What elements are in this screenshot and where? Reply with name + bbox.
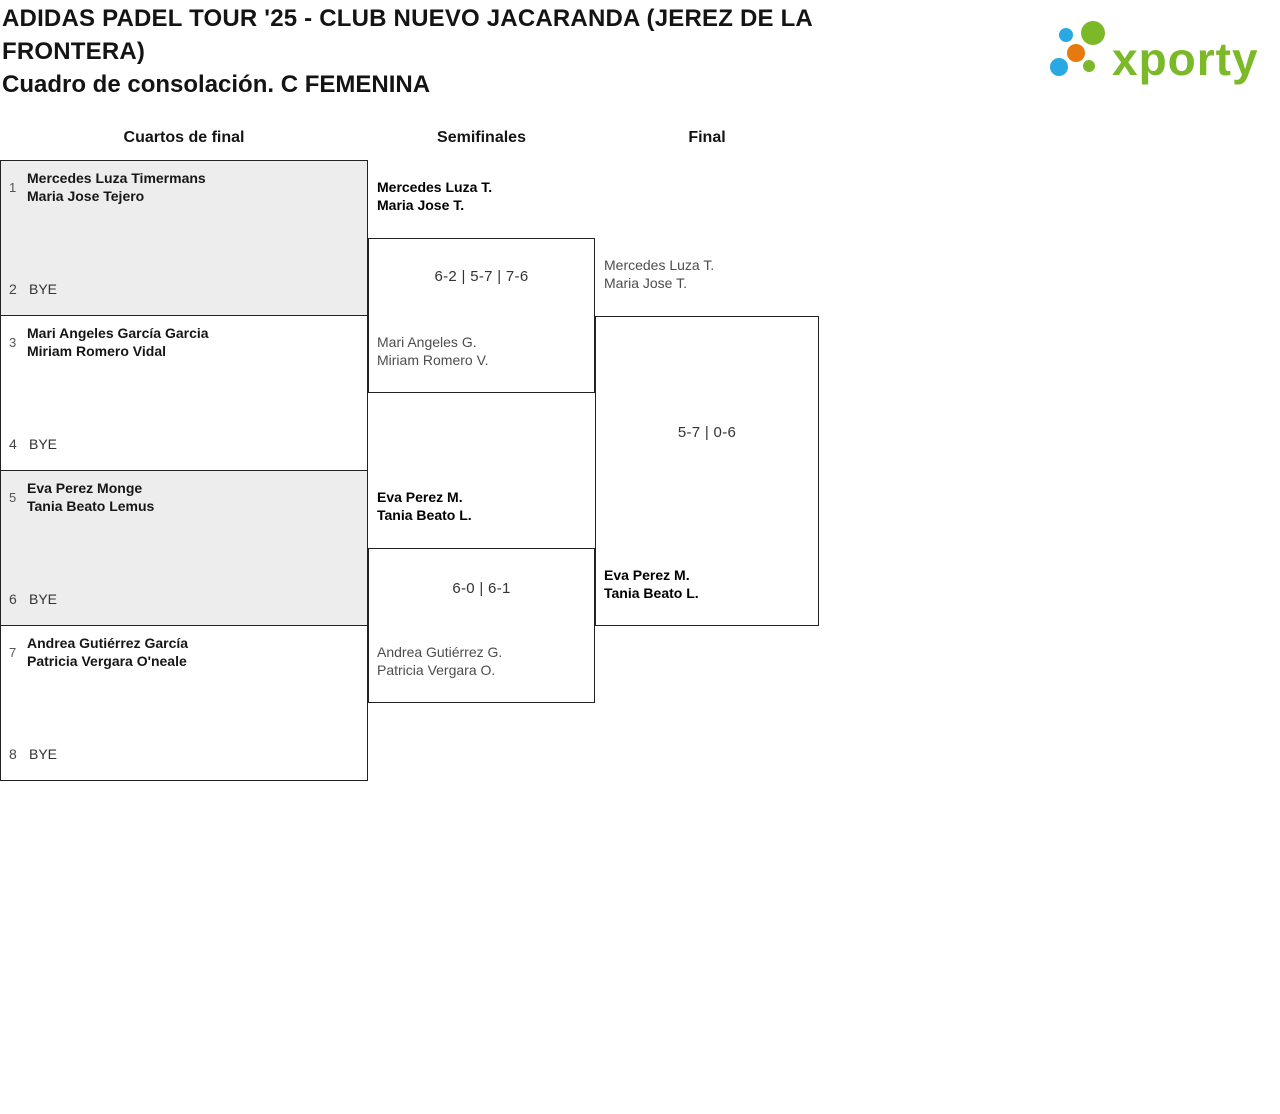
seed-number: 5 [9, 489, 17, 505]
bye-label: BYE [29, 436, 58, 452]
player-name: Eva Perez M. [604, 567, 690, 583]
bye-label: BYE [29, 746, 58, 762]
xporty-logo[interactable]: xporty [1046, 10, 1276, 100]
player-name: Eva Perez M. [377, 489, 463, 505]
team-names: Mari Angeles García Garcia Miriam Romero… [27, 324, 209, 360]
xporty-logo-dots-icon [1050, 21, 1105, 76]
player-name: Maria Jose T. [604, 275, 687, 291]
header: ADIDAS PADEL TOUR '25 - CLUB NUEVO JACAR… [2, 2, 907, 101]
qf-match-2-box: 3 Mari Angeles García Garcia Miriam Rome… [0, 315, 368, 471]
player-name: Maria Jose T. [377, 197, 465, 213]
sf1-bottom-team: Mari Angeles G. Miriam Romero V. [377, 333, 489, 369]
qf4-top-team: 7 Andrea Gutiérrez García Patricia Verga… [1, 626, 367, 670]
seed-number: 4 [9, 436, 17, 452]
player-name: Miriam Romero V. [377, 352, 489, 368]
seed-number: 8 [9, 746, 17, 762]
xporty-logo-text: xporty [1112, 33, 1259, 85]
player-name: Andrea Gutiérrez G. [377, 644, 503, 660]
sf2-top-team: Eva Perez M. Tania Beato L. [377, 488, 472, 524]
qf1-top-team: 1 Mercedes Luza Timermans Maria Jose Tej… [1, 161, 367, 205]
player-name: Eva Perez Monge [27, 480, 143, 496]
qf4-bottom-team: 8 BYE [9, 746, 57, 762]
player-name: Patricia Vergara O. [377, 662, 496, 678]
player-name: Miriam Romero Vidal [27, 343, 167, 359]
seed-number: 6 [9, 591, 17, 607]
sf1-score: 6-2 | 5-7 | 7-6 [434, 268, 529, 285]
qf-match-3-box: 5 Eva Perez Monge Tania Beato Lemus 6 BY… [0, 470, 368, 626]
sf1-top-team: Mercedes Luza T. Maria Jose T. [377, 178, 492, 214]
sf2-score: 6-0 | 6-1 [452, 580, 511, 597]
player-name: Tania Beato L. [377, 507, 472, 523]
qf2-bottom-team: 4 BYE [9, 436, 57, 452]
bye-label: BYE [29, 591, 58, 607]
bye-label: BYE [29, 281, 58, 297]
player-name: Mari Angeles G. [377, 334, 477, 350]
player-name: Tania Beato L. [604, 585, 699, 601]
final-bottom-team: Eva Perez M. Tania Beato L. [604, 566, 699, 602]
seed-number: 1 [9, 179, 17, 195]
seed-number: 3 [9, 334, 17, 350]
player-name: Maria Jose Tejero [27, 188, 145, 204]
player-name: Mercedes Luza T. [604, 257, 715, 273]
qf2-top-team: 3 Mari Angeles García Garcia Miriam Rome… [1, 316, 367, 360]
qf3-top-team: 5 Eva Perez Monge Tania Beato Lemus [1, 471, 367, 515]
team-names: Eva Perez Monge Tania Beato Lemus [27, 479, 154, 515]
seed-number: 2 [9, 281, 17, 297]
qf3-bottom-team: 6 BYE [9, 591, 57, 607]
player-name: Mercedes Luza T. [377, 179, 493, 195]
page-title: ADIDAS PADEL TOUR '25 - CLUB NUEVO JACAR… [2, 5, 813, 65]
player-name: Tania Beato Lemus [27, 498, 155, 514]
column-header-quarterfinals: Cuartos de final [123, 129, 245, 146]
player-name: Patricia Vergara O'neale [27, 653, 187, 669]
qf-match-1-box: 1 Mercedes Luza Timermans Maria Jose Tej… [0, 160, 368, 316]
player-name: Mercedes Luza Timermans [27, 170, 206, 186]
team-names: Andrea Gutiérrez García Patricia Vergara… [27, 634, 188, 670]
column-header-semifinals: Semifinales [437, 129, 526, 146]
seed-number: 7 [9, 644, 17, 660]
sf-match-2-box [368, 548, 595, 703]
player-name: Andrea Gutiérrez García [27, 635, 189, 651]
final-match-box [595, 316, 819, 626]
player-name: Mari Angeles García Garcia [27, 325, 209, 341]
final-top-team: Mercedes Luza T. Maria Jose T. [604, 256, 714, 292]
sf-match-1-box [368, 238, 595, 393]
team-names: Mercedes Luza Timermans Maria Jose Tejer… [27, 169, 206, 205]
column-header-final: Final [688, 129, 726, 146]
page-subtitle: Cuadro de consolación. C FEMENINA [2, 71, 431, 98]
final-score: 5-7 | 0-6 [677, 424, 737, 441]
qf-match-4-box: 7 Andrea Gutiérrez García Patricia Verga… [0, 625, 368, 781]
sf2-bottom-team: Andrea Gutiérrez G. Patricia Vergara O. [377, 643, 502, 679]
qf1-bottom-team: 2 BYE [9, 281, 57, 297]
